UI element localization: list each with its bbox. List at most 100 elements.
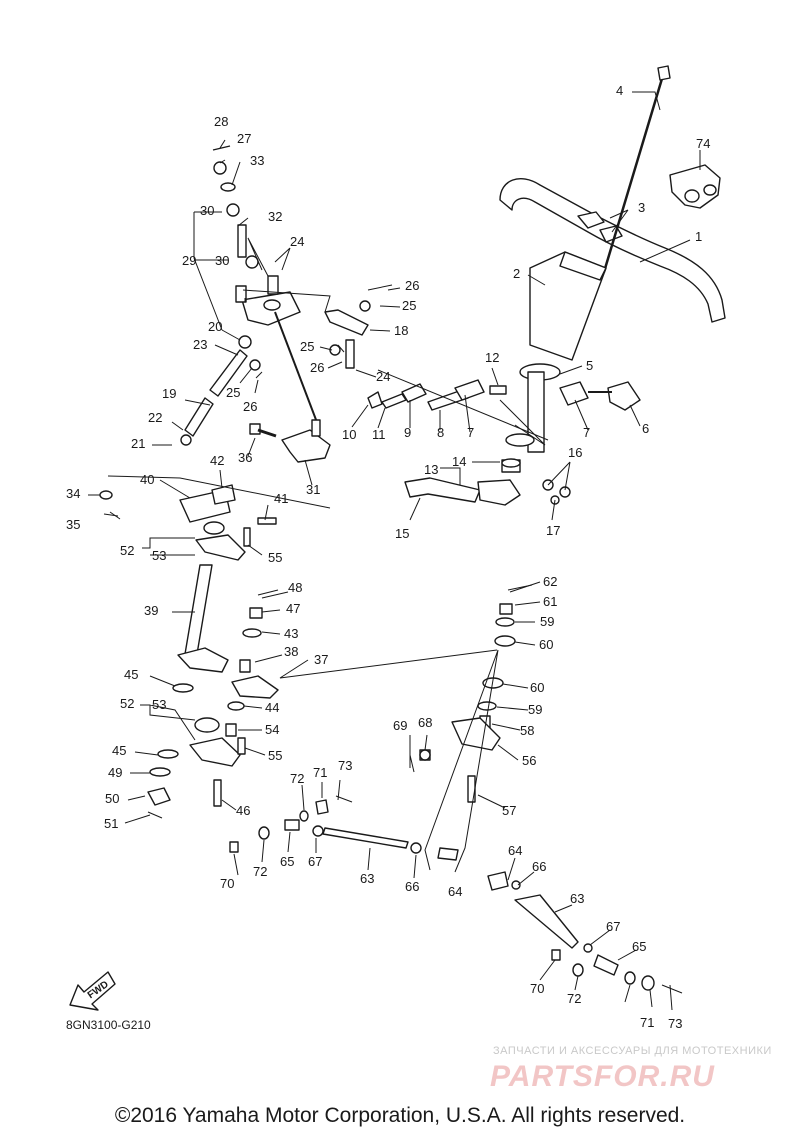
part-label: 70 (530, 981, 544, 996)
part-label: 25 (300, 339, 314, 354)
part-label: 73 (668, 1016, 682, 1031)
watermark-tagline: ЗАПЧАСТИ И АКСЕССУАРЫ ДЛЯ МОТОТЕХНИКИ (493, 1045, 772, 1057)
part-label: 66 (405, 879, 419, 894)
link-18 (324, 300, 371, 369)
part-label: 9 (404, 425, 411, 440)
part-label: 7 (583, 425, 590, 440)
part-label: 58 (520, 723, 534, 738)
part-label: 72 (290, 771, 304, 786)
part-label: 26 (243, 399, 257, 414)
copyright-notice: ©2016 Yamaha Motor Corporation, U.S.A. A… (114, 1104, 686, 1127)
part-label: 48 (288, 580, 302, 595)
part-label: 63 (360, 871, 374, 886)
part-label: 66 (532, 859, 546, 874)
arm-40-42 (99, 484, 277, 561)
part-label: 8 (437, 425, 444, 440)
part-label: 54 (265, 722, 279, 737)
arm-37-38 (225, 607, 279, 737)
part-label: 44 (265, 700, 279, 715)
part-label: 46 (236, 803, 250, 818)
lower-arm-assembly (147, 683, 246, 807)
part-label: 22 (148, 410, 162, 425)
part-label: 72 (253, 864, 267, 879)
part-label: 6 (642, 421, 649, 436)
part-label: 30 (200, 203, 214, 218)
part-label: 52 (120, 543, 134, 558)
part-label: 74 (696, 136, 710, 151)
part-label: 25 (226, 385, 240, 400)
part-label: 26 (405, 278, 419, 293)
pitman-arm (404, 477, 571, 506)
part-label: 39 (144, 603, 158, 618)
part-label: 25 (402, 298, 416, 313)
part-label: 61 (543, 594, 557, 609)
part-label: 1 (695, 229, 702, 244)
handlebar-holder-74 (669, 164, 721, 209)
part-label: 24 (376, 369, 390, 384)
diagram-code: 8GN3100-G210 (66, 1018, 151, 1032)
part-label: 24 (290, 234, 304, 249)
part-label: 60 (530, 680, 544, 695)
part-label: 73 (338, 758, 352, 773)
part-label: 7 (467, 425, 474, 440)
part-label: 27 (237, 131, 251, 146)
part-label: 26 (310, 360, 324, 375)
tie-rod-left (229, 799, 459, 861)
part-label: 63 (570, 891, 584, 906)
part-label: 64 (448, 884, 462, 899)
part-label: 47 (286, 601, 300, 616)
bolt-36 (249, 423, 277, 438)
part-label: 53 (152, 697, 166, 712)
part-label: 51 (104, 816, 118, 831)
part-label: 53 (152, 548, 166, 563)
part-label: 40 (140, 472, 154, 487)
part-label: 67 (308, 854, 322, 869)
steering-shaft (501, 363, 561, 473)
part-label: 34 (66, 486, 80, 501)
part-label: 45 (112, 743, 126, 758)
part-label: 14 (452, 454, 466, 469)
part-label: 21 (131, 436, 145, 451)
arm-56 (419, 603, 516, 803)
part-label: 65 (632, 939, 646, 954)
long-bolt (602, 65, 671, 273)
part-label: 37 (314, 652, 328, 667)
part-label: 59 (540, 614, 554, 629)
part-label: 50 (105, 791, 119, 806)
part-label: 55 (268, 748, 282, 763)
part-label: 42 (210, 453, 224, 468)
part-label: 33 (250, 153, 264, 168)
rod-31 (274, 311, 331, 463)
part-label: 29 (182, 253, 196, 268)
part-label: 59 (528, 702, 542, 717)
part-label: 31 (306, 482, 320, 497)
part-label: 35 (66, 517, 80, 532)
part-label: 17 (546, 523, 560, 538)
part-label: 60 (539, 637, 553, 652)
part-label: 11 (372, 427, 386, 442)
part-label: 18 (394, 323, 408, 338)
part-label: 69 (393, 718, 407, 733)
steering-column (529, 251, 607, 361)
watermark-logo: PARTSFOR.RU (490, 1060, 715, 1093)
part-label: 68 (418, 715, 432, 730)
part-label: 38 (284, 644, 298, 659)
part-label: 64 (508, 843, 522, 858)
part-label: 2 (513, 266, 520, 281)
tie-rod-right (419, 749, 655, 991)
part-label: 3 (638, 200, 645, 215)
part-label: 28 (214, 114, 228, 129)
part-label: 52 (120, 696, 134, 711)
part-label: 71 (313, 765, 327, 780)
rod-19-23 (180, 335, 261, 446)
part-label: 49 (108, 765, 122, 780)
clamp-6 (559, 381, 641, 411)
steering-post-39 (177, 564, 229, 673)
part-label: 62 (543, 574, 557, 589)
part-label: 43 (284, 626, 298, 641)
part-label: 15 (395, 526, 409, 541)
part-label: 65 (280, 854, 294, 869)
part-label: 57 (502, 803, 516, 818)
